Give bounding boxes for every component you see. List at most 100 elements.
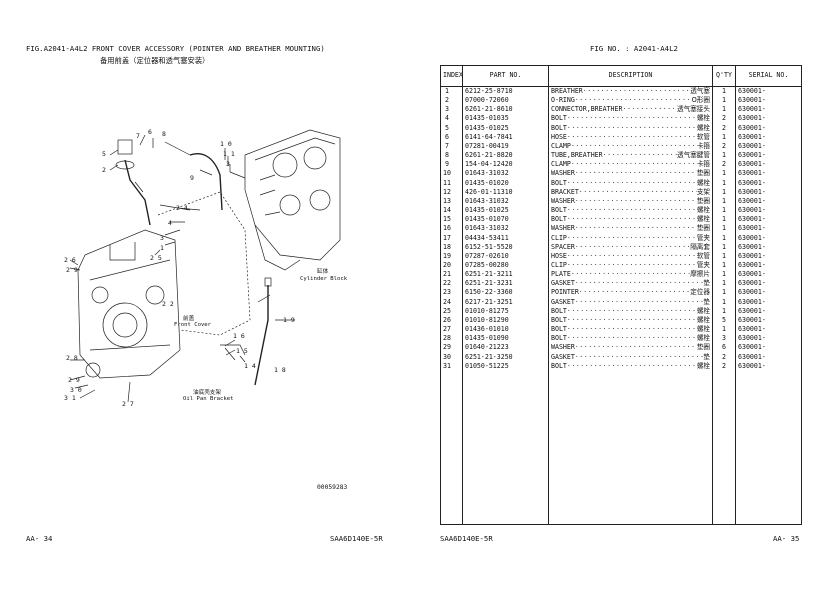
cell-index: 14 <box>440 206 463 216</box>
filler-cell <box>462 370 549 525</box>
cell-part-no: 01640-21223 <box>462 343 549 353</box>
description-en: PLATE <box>551 270 571 279</box>
description-en: GASKET <box>551 352 575 361</box>
col-header-serial-no: SERIAL NO. <box>735 65 802 87</box>
callout-24: 2 4 <box>176 204 188 212</box>
cell-part-no: 07285-00280 <box>462 260 549 271</box>
leader-dots: ········································… <box>566 206 697 215</box>
cell-qty: 1 <box>712 196 736 207</box>
cell-index: 17 <box>440 233 463 243</box>
cell-part-no: 6212-25-8710 <box>462 86 549 97</box>
description-cn: 隔离套 <box>690 242 710 251</box>
description-cn: 定位器 <box>690 288 710 297</box>
cell-qty: 6 <box>712 343 736 353</box>
cell-index: 8 <box>440 151 463 161</box>
cell-part-no: 01643-31032 <box>462 169 549 179</box>
cell-part-no: 01435-01035 <box>462 114 549 124</box>
description-cn: 螺栓 <box>696 114 710 123</box>
cell-description: GASKET··································… <box>548 352 713 362</box>
cell-index: 9 <box>440 160 463 170</box>
description-cn: 螺栓 <box>696 123 710 132</box>
cell-description: WASHER··································… <box>548 169 713 179</box>
cell-qty: 2 <box>712 160 736 170</box>
callout-16: 1 6 <box>233 332 245 340</box>
description-en: GASKET <box>551 279 575 288</box>
description-en: POINTER <box>551 288 579 297</box>
description-en: O-RING <box>551 96 575 105</box>
cell-description: CONNECTOR,BREATHER······················… <box>548 105 713 115</box>
callout-29: 2 9 <box>66 266 78 274</box>
breather-drawing <box>117 139 133 155</box>
cell-qty: 1 <box>712 96 736 106</box>
description-cn: 管夹 <box>696 233 710 242</box>
cell-part-no: 6217-21-3251 <box>462 297 549 307</box>
cell-description: BOLT····································… <box>548 206 713 216</box>
cell-description: CLIP····································… <box>548 260 713 271</box>
description-cn: 螺栓 <box>696 215 710 224</box>
cell-serial-no: 630001- <box>735 132 802 142</box>
description-cn: 垫 <box>703 297 710 306</box>
leader-dots: ········································… <box>566 114 697 123</box>
table-header-row: INDEX PART NO. DESCRIPTION Q'TY SERIAL N… <box>440 65 802 87</box>
callout-2: 2 <box>102 166 106 174</box>
leader-dots: ········································… <box>574 96 692 105</box>
cell-index: 18 <box>440 242 463 252</box>
callout-4: 4 <box>168 219 172 227</box>
table-filler-row <box>440 370 802 525</box>
cell-qty: 5 <box>712 315 736 326</box>
cell-index: 30 <box>440 352 463 362</box>
leader-dots: ········································… <box>578 187 697 196</box>
cell-description: CLAMP···································… <box>548 141 713 152</box>
filler-cell <box>548 370 713 525</box>
cell-description: BOLT····································… <box>548 215 713 225</box>
description-cn: 垫圈 <box>696 169 710 178</box>
cell-serial-no: 630001- <box>735 178 802 188</box>
footer-page-right: AA- 35 <box>773 534 800 543</box>
callout-8: 8 <box>162 130 166 138</box>
description-cn: 支架 <box>696 187 710 196</box>
callout-3: 3 <box>226 160 230 168</box>
cell-serial-no: 630001- <box>735 352 802 362</box>
cell-part-no: 01643-31032 <box>462 224 549 234</box>
cell-description: BRACKET·································… <box>548 187 713 197</box>
cell-serial-no: 630001- <box>735 169 802 179</box>
callout-15: 1 5 <box>236 347 248 355</box>
cell-serial-no: 630001- <box>735 105 802 115</box>
exploded-parts-diagram: 5 2 7 6 8 9 1 0 1 1 3 2 4 4 3 1 2 5 2 6 … <box>64 128 341 408</box>
cell-qty: 2 <box>712 114 736 124</box>
cell-description: SPACER··································… <box>548 242 713 252</box>
description-cn: 螺栓 <box>696 315 710 324</box>
oil-tube-drawing <box>254 285 269 386</box>
cell-part-no: 426-01-11310 <box>462 187 549 197</box>
description-cn: 螺栓 <box>696 325 710 334</box>
leader-dots: ········································… <box>566 178 697 187</box>
callout-28: 2 8 <box>66 354 78 362</box>
cell-serial-no: 630001- <box>735 315 802 326</box>
leader-dots: ········································… <box>570 270 691 279</box>
leader-dots: ········································… <box>578 288 691 297</box>
leader-dots: ········································… <box>566 334 697 343</box>
front-cover-label: Front Cover <box>174 322 212 328</box>
cell-qty: 1 <box>712 224 736 234</box>
cell-serial-no: 630001- <box>735 343 802 353</box>
description-cn: 软管 <box>696 251 710 260</box>
description-en: GASKET <box>551 297 575 306</box>
description-en: BRACKET <box>551 187 579 196</box>
cell-part-no: 01643-31032 <box>462 196 549 207</box>
cell-serial-no: 630001- <box>735 279 802 289</box>
cell-index: 22 <box>440 279 463 289</box>
